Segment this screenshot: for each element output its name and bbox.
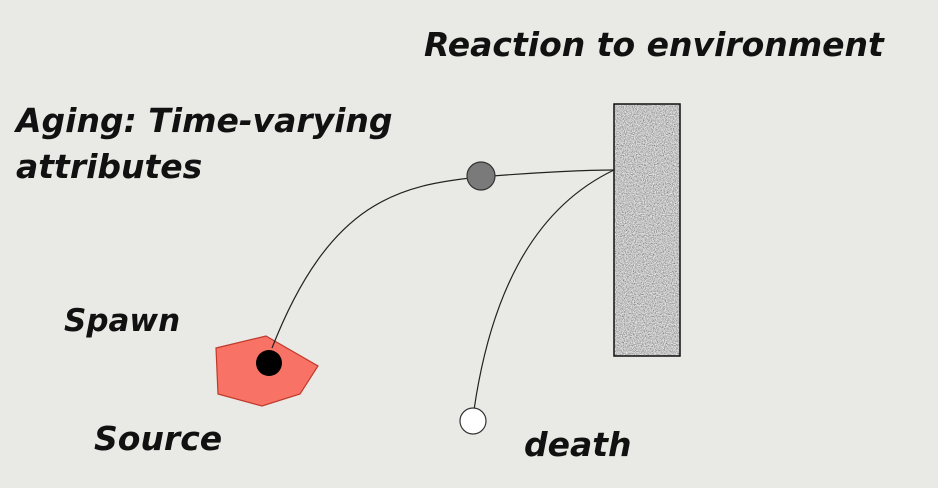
dead-particle: [459, 407, 487, 435]
spawn-label: Spawn: [64, 303, 181, 339]
aging-label-line1: Aging: Time-varying: [16, 101, 393, 140]
aging-label: Aging: Time-varying attributes: [16, 98, 436, 190]
aging-particle: [466, 161, 496, 191]
death-label: death: [524, 425, 632, 464]
environment-wall: [613, 103, 681, 357]
spawn-particle: [256, 350, 282, 376]
reflected-path: [473, 169, 615, 411]
source-label: Source: [94, 419, 223, 458]
reaction-label: Reaction to environment: [424, 25, 884, 64]
trajectory-path: [271, 169, 615, 349]
aging-label-line2: attributes: [16, 147, 203, 186]
